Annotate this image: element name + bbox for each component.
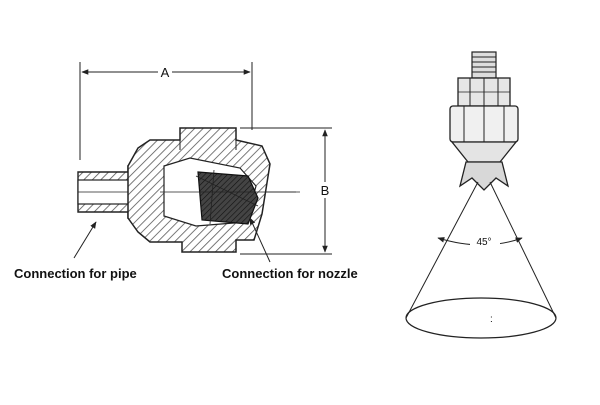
pipe-connection-label: Connection for pipe (14, 266, 137, 281)
dimension-b: B (240, 127, 333, 255)
dimension-b-label: B (321, 183, 330, 198)
nozzle-body (449, 105, 519, 163)
nozzle-tip (458, 161, 510, 191)
leader-nozzle: Connection for nozzle (222, 217, 358, 281)
nozzle-top-thread (471, 51, 497, 79)
spray-cone: : (405, 181, 557, 339)
cross-section-view: A B (14, 62, 358, 281)
spray-angle-label: 45° (476, 237, 491, 248)
svg-text::: : (490, 314, 493, 325)
spray-angle-indicator: 45° (437, 234, 523, 248)
dimension-a-label: A (161, 65, 170, 80)
dimension-a: A (79, 62, 253, 160)
spray-nozzle-view: : 45° (405, 51, 557, 339)
leader-pipe: Connection for pipe (14, 221, 137, 281)
nozzle-connection-label: Connection for nozzle (222, 266, 358, 281)
nozzle-thread-insert (195, 169, 259, 225)
nozzle-hex-nut (457, 77, 511, 107)
